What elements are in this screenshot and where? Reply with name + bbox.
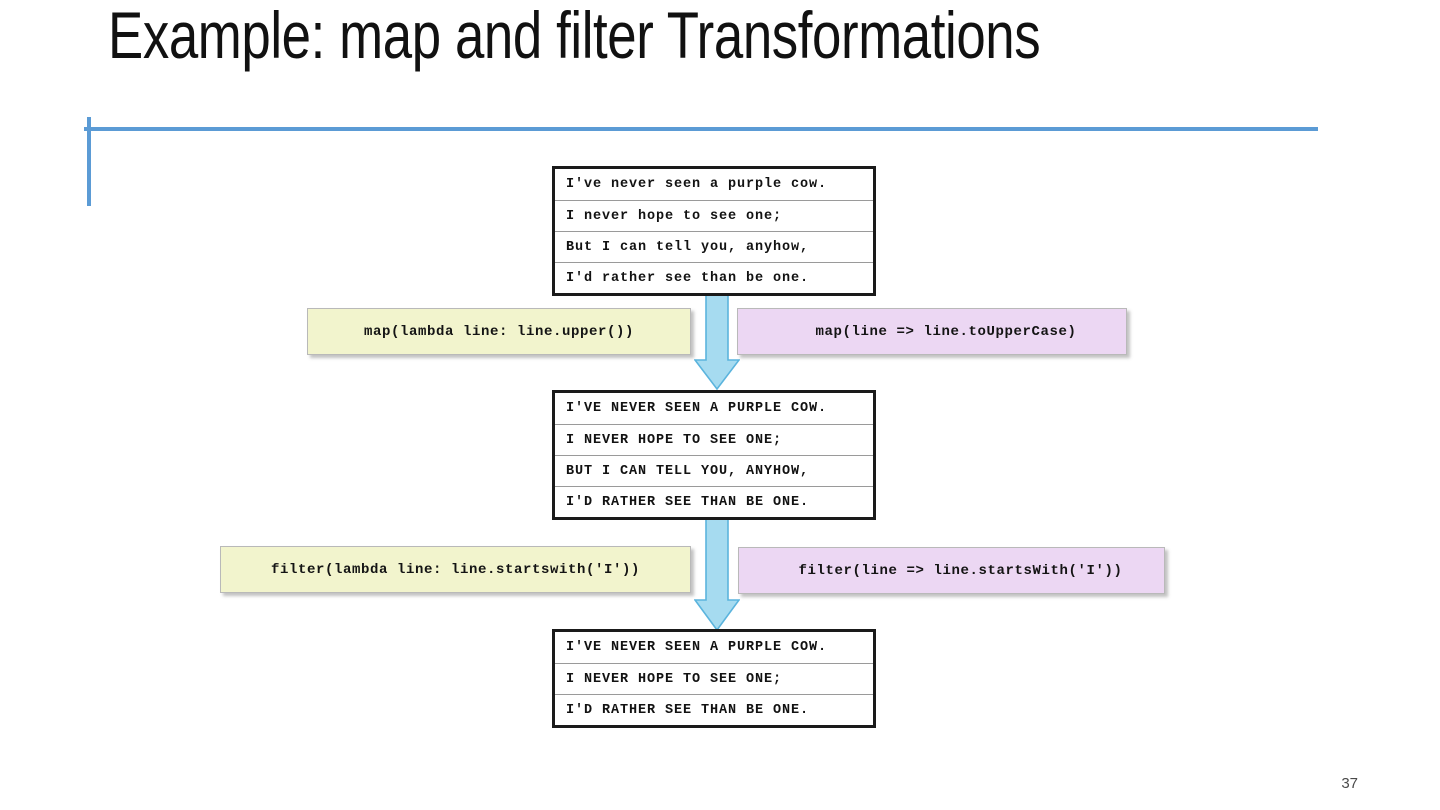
code-box-map-python: map(lambda line: line.upper()) — [307, 308, 691, 355]
table-row: I've never seen a purple cow. — [566, 177, 828, 192]
table-row: I'VE NEVER SEEN A PURPLE COW. — [566, 640, 828, 655]
filter-transformation-arrow — [694, 512, 740, 631]
filtered-lines-table: I'VE NEVER SEEN A PURPLE COW. I NEVER HO… — [552, 629, 876, 728]
page-title: Example: map and filter Transformations — [108, 0, 1041, 72]
title-accent-bar — [87, 117, 91, 206]
table-row: I'D RATHER SEE THAN BE ONE. — [555, 486, 873, 517]
table-row: I'd rather see than be one. — [555, 262, 873, 293]
code-box-filter-scala: filter(line => line.startsWith('I')) — [738, 547, 1165, 594]
title-underline-rule — [84, 127, 1318, 131]
page-number: 37 — [1341, 775, 1358, 792]
code-box-map-scala: map(line => line.toUpperCase) — [737, 308, 1127, 355]
table-row: But I can tell you, anyhow, — [555, 231, 873, 262]
table-row: I never hope to see one; — [555, 200, 873, 231]
original-lines-table: I've never seen a purple cow. I never ho… — [552, 166, 876, 296]
table-row: BUT I CAN TELL YOU, ANYHOW, — [555, 455, 873, 486]
code-box-filter-python: filter(lambda line: line.startswith('I')… — [220, 546, 691, 593]
table-row: I NEVER HOPE TO SEE ONE; — [555, 663, 873, 694]
table-row: I NEVER HOPE TO SEE ONE; — [555, 424, 873, 455]
map-transformation-arrow — [694, 282, 740, 390]
table-row: I'VE NEVER SEEN A PURPLE COW. — [566, 401, 828, 416]
uppercased-lines-table: I'VE NEVER SEEN A PURPLE COW. I NEVER HO… — [552, 390, 876, 520]
table-row: I'D RATHER SEE THAN BE ONE. — [555, 694, 873, 725]
